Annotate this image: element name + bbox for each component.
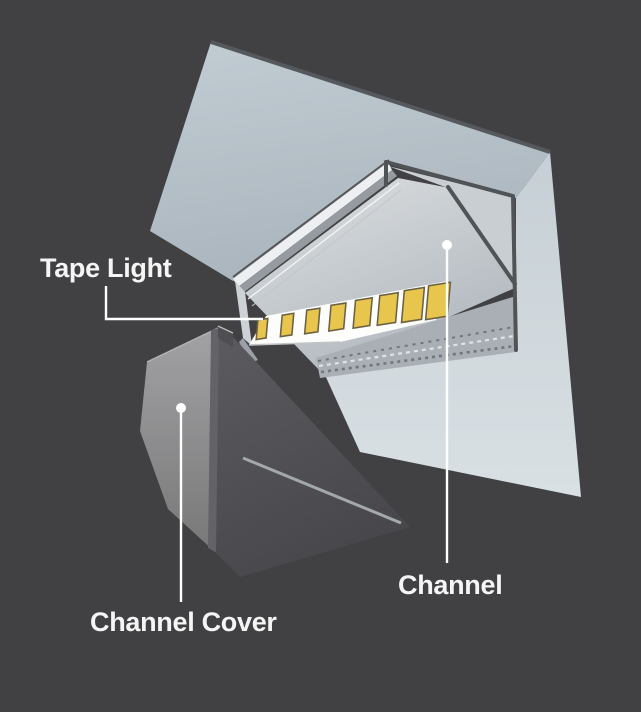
channel-interior <box>388 166 515 283</box>
tape-light <box>248 281 452 346</box>
led-chip <box>424 281 452 321</box>
tape-light-leader-line <box>104 286 263 321</box>
leader-lines <box>104 240 452 602</box>
face-shade-line <box>251 189 402 307</box>
tape-strip-bottom-edge <box>248 341 341 346</box>
channel-end-cap <box>235 281 252 346</box>
cover-inner-panel <box>215 328 410 577</box>
led-chip <box>376 291 400 327</box>
cover-outer-face <box>140 328 218 552</box>
mouth-rib-highlight <box>318 334 515 368</box>
channel-leader-dot <box>442 240 452 250</box>
face-highlight-line <box>247 182 400 300</box>
channel-groove <box>238 170 397 293</box>
led-array <box>255 281 452 341</box>
led-chip <box>279 312 295 338</box>
channel-cover-leader-dot <box>176 403 186 413</box>
ceiling-edge-shadow <box>210 40 551 154</box>
channel-rear-flange <box>233 162 392 287</box>
tape-light-label: Tape Light <box>40 253 172 283</box>
ceiling-wall-corner <box>150 40 581 497</box>
wall-face <box>320 152 581 497</box>
channel-cover <box>140 325 410 577</box>
channel-end-foot <box>239 338 258 363</box>
labels: Tape Light Channel Channel Cover <box>40 253 503 637</box>
channel-mouth-strip <box>316 296 516 378</box>
mouth-rib-shadow-2 <box>317 326 515 362</box>
led-chip <box>327 302 347 332</box>
led-chip <box>400 286 426 324</box>
ceiling-face <box>150 42 550 281</box>
channel-cover-label: Channel Cover <box>90 607 277 637</box>
channel-label: Channel <box>398 570 502 600</box>
led-chip <box>352 296 374 330</box>
channel-rear-flange-edge <box>232 159 390 278</box>
cover-inner-highlight <box>242 456 402 525</box>
cover-return-edge <box>208 328 219 552</box>
cover-lip-highlight <box>217 325 234 334</box>
profile-outline-top-right <box>384 160 518 352</box>
profile-outline-diagonal <box>446 185 517 286</box>
cover-top-edge-highlight <box>146 327 219 363</box>
led-chip <box>303 307 321 335</box>
mouth-rib-shadow <box>320 344 516 374</box>
led-chip <box>255 317 269 341</box>
